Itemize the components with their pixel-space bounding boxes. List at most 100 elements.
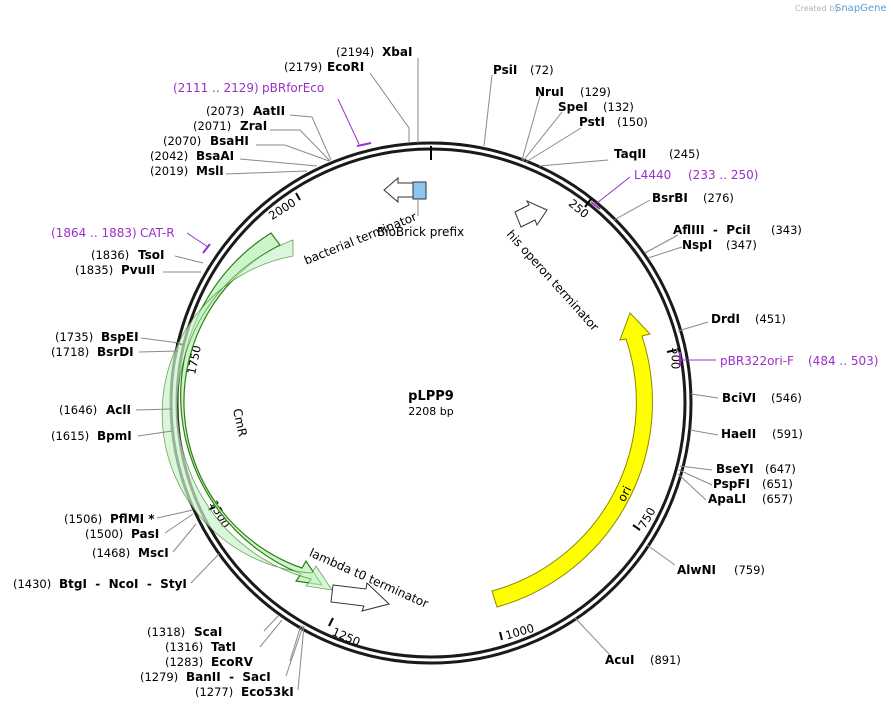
enzyme-bspei-pos: (1735) xyxy=(55,330,93,344)
enzyme-ecorv-pos: (1283) xyxy=(165,655,203,669)
enzyme-pvuii-name: PvuII xyxy=(121,263,155,277)
enzyme-afliii-name: AflIII - PciI xyxy=(673,223,751,237)
enzyme-zrai-name: ZraI xyxy=(240,119,267,133)
enzyme-nrui-pos: (129) xyxy=(580,85,611,99)
enzyme-ecori-pos: (2179) xyxy=(284,60,322,74)
enzyme-tati-name: TatI xyxy=(211,640,236,654)
his-operon-terminator-arrow xyxy=(514,199,548,228)
enzyme-scai-pos: (1318) xyxy=(147,625,185,639)
primer-pbr322ori-f-range: (484 .. 503) xyxy=(808,354,878,368)
enzyme-pflmi-name: PflMI * xyxy=(110,512,155,526)
enzyme-psii-name: PsiI xyxy=(493,63,517,77)
enzyme-pasi-pos: (1500) xyxy=(85,527,123,541)
primer-pbrforeco-range: (2111 .. 2129) xyxy=(173,81,259,95)
primer-pbrforeco-name: pBRforEco xyxy=(262,81,324,95)
enzyme-bsahi-name: BsaHI xyxy=(210,134,249,148)
enzyme-eco53ki-name: Eco53kI xyxy=(241,685,294,699)
ori-arrow xyxy=(491,312,653,608)
enzyme-nspi-name: NspI xyxy=(682,238,712,252)
enzyme-spei-name: SpeI xyxy=(558,100,588,114)
enzyme-pvuii-pos: (1835) xyxy=(75,263,113,277)
enzyme-ecori-name: EcoRI xyxy=(327,60,364,74)
biobrick-prefix-box xyxy=(412,181,427,200)
enzyme-msci-name: MscI xyxy=(138,546,169,560)
snapgene-logo: SnapGene xyxy=(835,3,887,14)
cmr-inner-arrow xyxy=(161,239,333,591)
enzyme-bspei-name: BspEI xyxy=(101,330,139,344)
primer-cat-r-range: (1864 .. 1883) xyxy=(51,226,137,240)
enzyme-apali-pos: (657) xyxy=(762,492,793,506)
credit-prefix: Created by xyxy=(795,4,839,13)
primer-l4440-range: (233 .. 250) xyxy=(688,168,758,182)
ori-label: ori xyxy=(615,484,635,504)
enzyme-bsrbi-name: BsrBI xyxy=(652,191,688,205)
enzyme-msli-name: MslI xyxy=(196,164,224,178)
enzyme-taqii-pos: (245) xyxy=(669,147,700,161)
enzyme-spei-pos: (132) xyxy=(603,100,634,114)
tick-250: 250 xyxy=(566,196,592,221)
enzyme-acui-name: AcuI xyxy=(605,653,634,667)
lambda-t0-terminator: lambda t0 terminator xyxy=(307,546,430,612)
enzyme-bseyi-pos: (647) xyxy=(765,462,796,476)
enzyme-pasi-name: PasI xyxy=(131,527,159,541)
enzyme-afliii-pos: (343) xyxy=(771,223,802,237)
enzyme-aatii-name: AatII xyxy=(253,104,285,118)
cmr-arrow xyxy=(180,232,324,586)
cmr-feature: CmR xyxy=(161,232,333,591)
enzyme-pflmi-pos: (1506) xyxy=(64,512,102,526)
enzyme-bsrbi-pos: (276) xyxy=(703,191,734,205)
primer-pbr322ori-f: pBR322ori-F (484 .. 503) xyxy=(679,352,878,368)
enzyme-haeii-pos: (591) xyxy=(772,427,803,441)
enzyme-bpmi-pos: (1615) xyxy=(51,429,89,443)
primer-cat-r: (1864 .. 1883) CAT-R xyxy=(51,226,211,254)
enzyme-nrui-name: NruI xyxy=(535,85,564,99)
lambda-t0-terminator-arrow xyxy=(330,581,390,612)
enzyme-eco53ki-pos: (1277) xyxy=(195,685,233,699)
enzyme-bsaai-pos: (2042) xyxy=(150,149,188,163)
enzyme-alwni-pos: (759) xyxy=(734,563,765,577)
bacterial-terminator-arrow xyxy=(383,176,416,204)
enzyme-leaders xyxy=(135,58,719,691)
enzyme-labels-right: PsiI (72) NruI (129) SpeI (132) PstI (15… xyxy=(493,63,803,667)
snapgene-credit: Created by SnapGene xyxy=(795,3,887,14)
enzyme-bsrdi-pos: (1718) xyxy=(51,345,89,359)
enzyme-tsoi-name: TsoI xyxy=(138,248,164,262)
primer-l4440: L4440 (233 .. 250) xyxy=(590,168,758,210)
his-operon-terminator-label: his operon terminator xyxy=(504,227,602,333)
tick-1000: 1000 xyxy=(504,621,536,643)
enzyme-msci-pos: (1468) xyxy=(92,546,130,560)
enzyme-acli-name: AclI xyxy=(106,403,131,417)
enzyme-bcivi-pos: (546) xyxy=(771,391,802,405)
plasmid-name: pLPP9 xyxy=(408,389,454,404)
tick-750: 750 xyxy=(635,505,658,531)
enzyme-banii-name: BanII - SacI xyxy=(186,670,271,684)
enzyme-bsahi-pos: (2070) xyxy=(163,134,201,148)
enzyme-taqii-name: TaqII xyxy=(614,147,646,161)
enzyme-labels-left: (2194) XbaI (2179) EcoRI (2073) AatII (2… xyxy=(13,45,412,699)
bacterial-terminator: bacterial terminator xyxy=(302,176,419,268)
enzyme-msli-pos: (2019) xyxy=(150,164,188,178)
enzyme-bseyi-name: BseYI xyxy=(716,462,754,476)
enzyme-tsoi-pos: (1836) xyxy=(91,248,129,262)
enzyme-xbai-pos: (2194) xyxy=(336,45,374,59)
enzyme-psti-pos: (150) xyxy=(617,115,648,129)
enzyme-drdi-name: DrdI xyxy=(711,312,740,326)
enzyme-btgi-pos: (1430) xyxy=(13,577,51,591)
enzyme-pspfi-name: PspFI xyxy=(713,477,750,491)
enzyme-psti-name: PstI xyxy=(579,115,605,129)
enzyme-acui-pos: (891) xyxy=(650,653,681,667)
ori-feature: ori xyxy=(491,312,653,608)
enzyme-apali-name: ApaLI xyxy=(708,492,746,506)
primer-l4440-name: L4440 xyxy=(634,168,671,182)
enzyme-xbai-name: XbaI xyxy=(382,45,412,59)
enzyme-bsaai-name: BsaAI xyxy=(196,149,234,163)
enzyme-pspfi-pos: (651) xyxy=(762,477,793,491)
his-operon-terminator: his operon terminator xyxy=(504,199,602,334)
plasmid-length: 2208 bp xyxy=(408,405,453,418)
enzyme-nspi-pos: (347) xyxy=(726,238,757,252)
enzyme-btgi-name: BtgI - NcoI - StyI xyxy=(59,577,187,591)
enzyme-bsrdi-name: BsrDI xyxy=(97,345,134,359)
enzyme-drdi-pos: (451) xyxy=(755,312,786,326)
enzyme-psii-pos: (72) xyxy=(530,63,554,77)
